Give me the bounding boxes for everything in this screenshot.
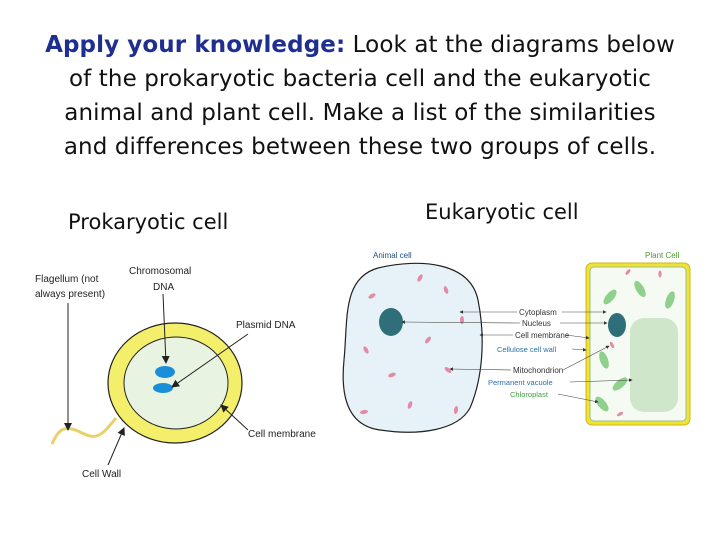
pointer-plant-membrane — [565, 334, 590, 340]
prokaryotic-heading: Prokaryotic cell — [68, 210, 229, 234]
plasmid-dna — [153, 383, 173, 393]
flagellum — [50, 417, 118, 445]
animal-mitochondria — [360, 274, 464, 415]
instructions: Apply your knowledge: Look at the diagra… — [14, 28, 706, 164]
chromosomal-dna — [155, 366, 175, 378]
animal-nucleus — [379, 308, 403, 336]
instructions-keyword: Apply your knowledge: — [45, 32, 346, 58]
animal-cell-diagram: Animal cell — [342, 251, 483, 433]
animal-cell-title: Animal cell — [373, 251, 412, 260]
instructions-line2: of the prokaryotic bacteria cell and the… — [69, 66, 651, 92]
label-cellulose-wall: Cellulose cell wall — [497, 345, 557, 354]
arrow-chromosomal — [161, 293, 170, 364]
plant-cell-title: Plant Cell — [645, 251, 679, 260]
prokaryotic-diagram: Flagellum (not always present) Chromosom… — [35, 266, 316, 480]
arrow-plasmid — [171, 333, 249, 388]
eukaryotic-heading: Eukaryotic cell — [425, 200, 579, 224]
pointer-mitochondrion — [449, 367, 512, 371]
label-plasmid: Plasmid DNA — [236, 320, 296, 331]
label-nucleus: Nucleus — [522, 319, 551, 328]
label-flagellum-1: Flagellum (not — [35, 274, 99, 285]
plant-nucleus — [608, 313, 626, 337]
label-flagellum-2: always present) — [35, 289, 105, 300]
label-cytoplasm: Cytoplasm — [519, 308, 557, 317]
instructions-line3: animal and plant cell. Make a list of th… — [64, 100, 656, 126]
label-cell-membrane: Cell membrane — [515, 331, 570, 340]
pointer-plant-vacuole — [569, 378, 633, 383]
label-chloroplast: Chloroplast — [510, 390, 549, 399]
label-wall: Cell Wall — [82, 469, 121, 480]
arrow-membrane — [220, 404, 249, 431]
label-chromosomal-1: Chromosomal — [129, 266, 191, 277]
instructions-line4: and differences between these two groups… — [63, 134, 657, 160]
pointer-nucleus — [401, 320, 521, 324]
plant-mitochondria — [609, 269, 662, 417]
animal-cell-membrane — [342, 262, 483, 433]
pointer-plant-wall — [571, 347, 587, 352]
instructions-line1: Look at the diagrams below — [345, 32, 675, 58]
bacteria-cell-membrane — [123, 336, 229, 430]
pointer-plant-mitochondrion — [562, 345, 610, 371]
eukaryote-labels: Cytoplasm Nucleus Cell membrane Cellulos… — [401, 308, 633, 404]
label-vacuole: Permanent vacuole — [488, 378, 553, 387]
label-chromosomal-2: DNA — [153, 282, 174, 293]
label-membrane: Cell membrane — [248, 429, 316, 440]
plant-vacuole — [630, 318, 678, 412]
plant-chloroplasts — [595, 280, 675, 412]
plant-cell-diagram: Plant Cell — [585, 251, 691, 426]
pointer-plant-chloroplast — [557, 393, 599, 404]
arrow-wall — [107, 427, 125, 466]
label-mitochondrion: Mitochondrion — [513, 366, 563, 375]
